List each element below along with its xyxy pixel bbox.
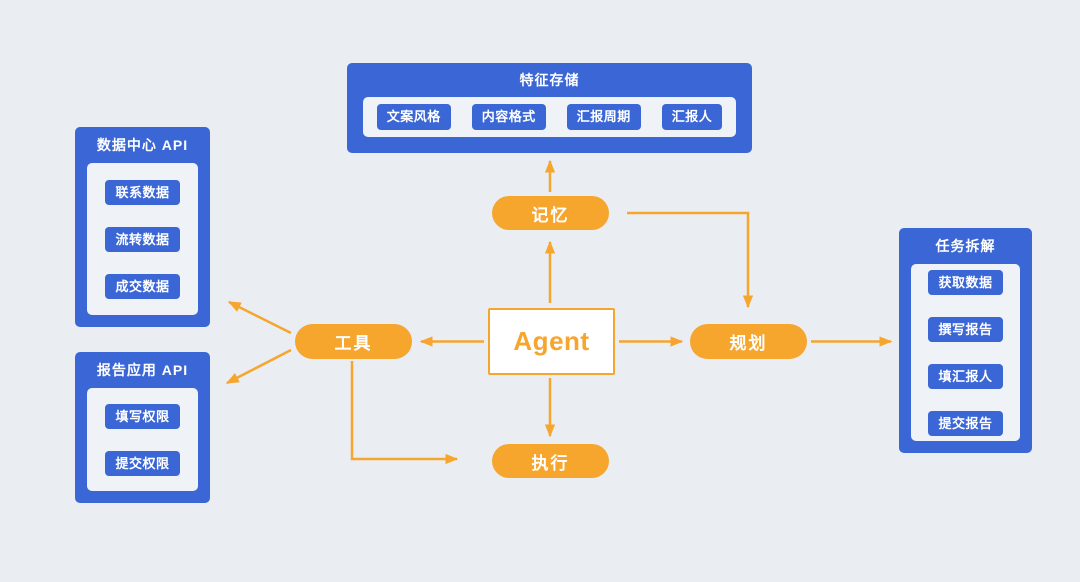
- data-center-api-item: 联系数据: [105, 179, 180, 205]
- planning-label: 规划: [729, 334, 768, 353]
- agent-node: Agent: [488, 308, 615, 375]
- task-breakdown-panel: 获取数据 撰写报告 填汇报人 提交报告: [911, 264, 1020, 441]
- report-app-api-item: 提交权限: [105, 450, 180, 476]
- data-center-api-title: 数据中心 API: [96, 137, 189, 153]
- feature-store-box: 特征存储 文案风格 内容格式 汇报周期 汇报人: [347, 63, 752, 153]
- feature-store-item: 汇报周期: [566, 104, 641, 130]
- feature-store-panel: 文案风格 内容格式 汇报周期 汇报人: [363, 97, 736, 137]
- data-center-api-item: 流转数据: [105, 226, 180, 252]
- report-app-api-title: 报告应用 API: [96, 362, 189, 378]
- report-app-api-item: 填写权限: [105, 403, 180, 429]
- memory-label: 记忆: [531, 205, 570, 225]
- feature-store-title: 特征存储: [519, 72, 580, 88]
- execution-node: 执行: [492, 444, 609, 478]
- memory-node: 记忆: [492, 196, 609, 230]
- tools-node: 工具: [295, 324, 412, 359]
- task-breakdown-title: 任务拆解: [935, 238, 996, 254]
- arrow-tools-to-data-center-api: [227, 300, 292, 335]
- feature-store-item: 内容格式: [471, 104, 546, 130]
- arrow-tools-to-execution: [350, 361, 459, 465]
- task-breakdown-item: 填汇报人: [928, 363, 1003, 389]
- feature-store-item: 文案风格: [376, 104, 451, 130]
- feature-store-item: 汇报人: [661, 104, 723, 130]
- report-app-api-box: 报告应用 API 填写权限 提交权限: [75, 352, 210, 503]
- tools-label: 工具: [334, 334, 373, 353]
- task-breakdown-item: 提交报告: [928, 410, 1003, 436]
- report-app-api-panel: 填写权限 提交权限: [87, 388, 198, 491]
- data-center-api-box: 数据中心 API 联系数据 流转数据 成交数据: [75, 127, 210, 327]
- task-breakdown-item: 获取数据: [928, 269, 1003, 295]
- execution-label: 执行: [531, 453, 570, 473]
- agent-label: Agent: [513, 326, 590, 356]
- data-center-api-panel: 联系数据 流转数据 成交数据: [87, 163, 198, 315]
- arrow-tools-to-report-app-api: [225, 348, 292, 385]
- task-breakdown-box: 任务拆解 获取数据 撰写报告 填汇报人 提交报告: [899, 228, 1032, 453]
- task-breakdown-item: 撰写报告: [928, 316, 1003, 342]
- data-center-api-item: 成交数据: [105, 273, 180, 299]
- planning-node: 规划: [690, 324, 807, 359]
- arrow-memory-to-planning: [627, 211, 754, 309]
